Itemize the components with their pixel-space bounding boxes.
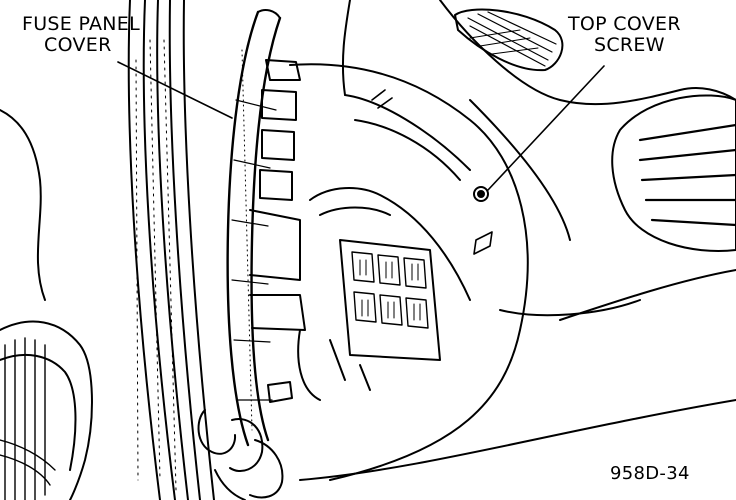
- instrument-panel-edge: [289, 63, 736, 481]
- fuse-panel-cover-callout-line2: COVER: [44, 34, 112, 56]
- fuse-panel-cover-callout-line1: FUSE PANEL: [22, 13, 140, 35]
- side-vent: [611, 94, 736, 252]
- figure-id: 958D-34: [610, 463, 690, 484]
- leader-lines: [117, 61, 605, 191]
- fuse-panel-cover: [226, 9, 282, 447]
- air-vent: [454, 8, 564, 72]
- top-cover-screw-callout-line1: TOP COVER: [568, 13, 681, 35]
- top-cover-screw-callout: TOP COVER SCREW: [568, 14, 681, 56]
- top-cover-screw-callout-line2: SCREW: [594, 34, 665, 56]
- a-pillar: [127, 0, 215, 500]
- hand: [197, 409, 284, 500]
- connectors: [249, 59, 306, 403]
- fuse-panel-cover-callout: FUSE PANEL COVER: [22, 14, 140, 56]
- fuse-panel-cover-leader: [117, 61, 233, 119]
- top-cover-screw-leader: [487, 65, 605, 191]
- fuse-block: [297, 187, 471, 401]
- wire-grommet: [0, 109, 93, 500]
- top-cover-screw: [473, 186, 493, 255]
